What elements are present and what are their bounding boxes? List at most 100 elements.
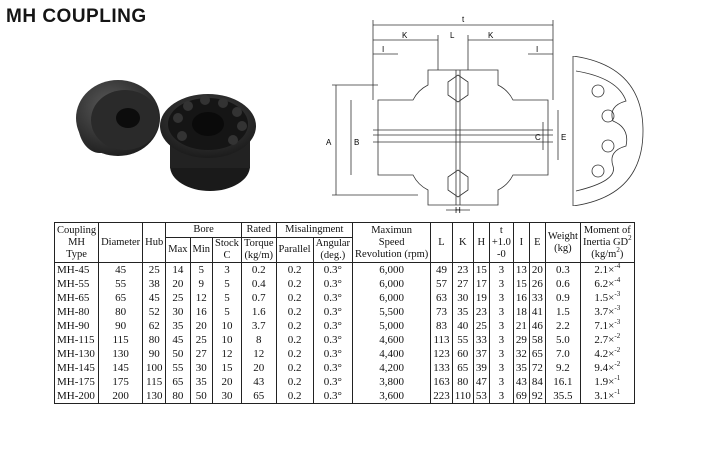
cell-min: 35 — [189, 375, 214, 389]
cell-stock: 12 — [212, 347, 242, 361]
cell-L: 223 — [430, 389, 453, 404]
cell-type: MH-45 — [53, 262, 100, 277]
cell-L: 113 — [430, 333, 453, 347]
cell-hub: 52 — [142, 305, 167, 319]
cell-speed: 3,800 — [352, 375, 432, 389]
cell-max: 35 — [165, 319, 191, 333]
header-K: K — [451, 222, 474, 263]
svg-text:H: H — [455, 206, 461, 215]
header-I: I — [512, 222, 530, 263]
cell-w: 5.0 — [544, 333, 581, 347]
cell-K: 110 — [451, 389, 474, 404]
cell-moment: 6.2×-4 — [579, 276, 635, 291]
cell-H: 23 — [472, 305, 490, 319]
cell-dia: 145 — [98, 361, 144, 375]
cell-hub: 62 — [142, 319, 167, 333]
svg-text:C: C — [535, 133, 541, 142]
cell-torque: 0.7 — [240, 291, 277, 305]
cell-torque: 43 — [240, 375, 277, 389]
cell-min: 50 — [189, 389, 214, 404]
cell-hub: 90 — [142, 347, 167, 361]
cell-H: 15 — [472, 262, 490, 277]
cell-w: 16.1 — [544, 375, 581, 389]
cell-par: 0.2 — [275, 262, 314, 277]
cell-min: 27 — [189, 347, 214, 361]
cell-min: 5 — [189, 262, 214, 277]
cell-K: 55 — [451, 333, 474, 347]
cell-t: 3 — [488, 291, 514, 305]
end-view-drawing — [572, 56, 644, 206]
cell-K: 65 — [451, 361, 474, 375]
cell-H: 39 — [472, 361, 490, 375]
cell-max: 65 — [165, 375, 191, 389]
cell-w: 2.2 — [544, 319, 581, 333]
cell-L: 63 — [430, 291, 453, 305]
cell-t: 3 — [488, 389, 514, 404]
cell-t: 3 — [488, 262, 514, 277]
cell-ang: 0.3° — [312, 361, 354, 375]
cell-par: 0.2 — [275, 389, 314, 404]
header-rated: Rated — [240, 222, 277, 238]
cell-I: 35 — [512, 361, 530, 375]
cell-E: 92 — [528, 389, 546, 404]
cell-w: 0.9 — [544, 291, 581, 305]
cell-max: 45 — [165, 333, 191, 347]
cell-max: 55 — [165, 361, 191, 375]
header-t: t +1.0 -0 — [488, 222, 514, 263]
cell-t: 3 — [488, 347, 514, 361]
cell-I: 15 — [512, 277, 530, 291]
cell-t: 3 — [488, 319, 514, 333]
header-bore: Bore — [165, 222, 242, 238]
cell-stock: 5 — [212, 305, 242, 319]
cell-w: 9.2 — [544, 361, 581, 375]
cell-min: 16 — [189, 305, 214, 319]
cell-E: 72 — [528, 361, 546, 375]
cell-max: 20 — [165, 277, 191, 291]
cell-dia: 80 — [98, 305, 144, 319]
dimension-drawing: t K L K I I A B C E H — [326, 15, 566, 215]
cell-H: 37 — [472, 347, 490, 361]
cell-torque: 12 — [240, 347, 277, 361]
cell-stock: 10 — [212, 319, 242, 333]
cell-E: 46 — [528, 319, 546, 333]
header-L: L — [430, 222, 453, 263]
cell-I: 69 — [512, 389, 530, 404]
cell-H: 25 — [472, 319, 490, 333]
cell-hub: 38 — [142, 277, 167, 291]
cell-par: 0.2 — [275, 361, 314, 375]
cell-H: 19 — [472, 291, 490, 305]
cell-H: 33 — [472, 333, 490, 347]
svg-text:A: A — [326, 138, 332, 147]
cell-type: MH-200 — [53, 389, 100, 404]
cell-type: MH-65 — [53, 291, 100, 305]
header-bore-stock: Stock C — [212, 237, 242, 263]
cell-stock: 5 — [212, 291, 242, 305]
cell-min: 12 — [189, 291, 214, 305]
cell-torque: 65 — [240, 389, 277, 404]
cell-speed: 4,200 — [352, 361, 432, 375]
cell-max: 14 — [165, 262, 191, 277]
cell-speed: 4,400 — [352, 347, 432, 361]
cell-E: 20 — [528, 262, 546, 277]
cell-I: 13 — [512, 262, 530, 277]
cell-ang: 0.3° — [312, 262, 354, 277]
cell-w: 7.0 — [544, 347, 581, 361]
header-hub: Hub — [142, 222, 167, 263]
cell-speed: 3,600 — [352, 389, 432, 404]
cell-ang: 0.3° — [312, 319, 354, 333]
cell-moment: 2.7×-2 — [579, 332, 635, 347]
cell-H: 17 — [472, 277, 490, 291]
cell-E: 41 — [528, 305, 546, 319]
cell-type: MH-90 — [53, 319, 100, 333]
cell-I: 29 — [512, 333, 530, 347]
header-misalignment: Misalingment — [275, 222, 354, 238]
header-bore-max: Max — [165, 237, 191, 263]
header-speed: Maximun Speed Revolution (rpm) — [352, 222, 432, 263]
cell-type: MH-175 — [53, 375, 100, 389]
cell-L: 163 — [430, 375, 453, 389]
